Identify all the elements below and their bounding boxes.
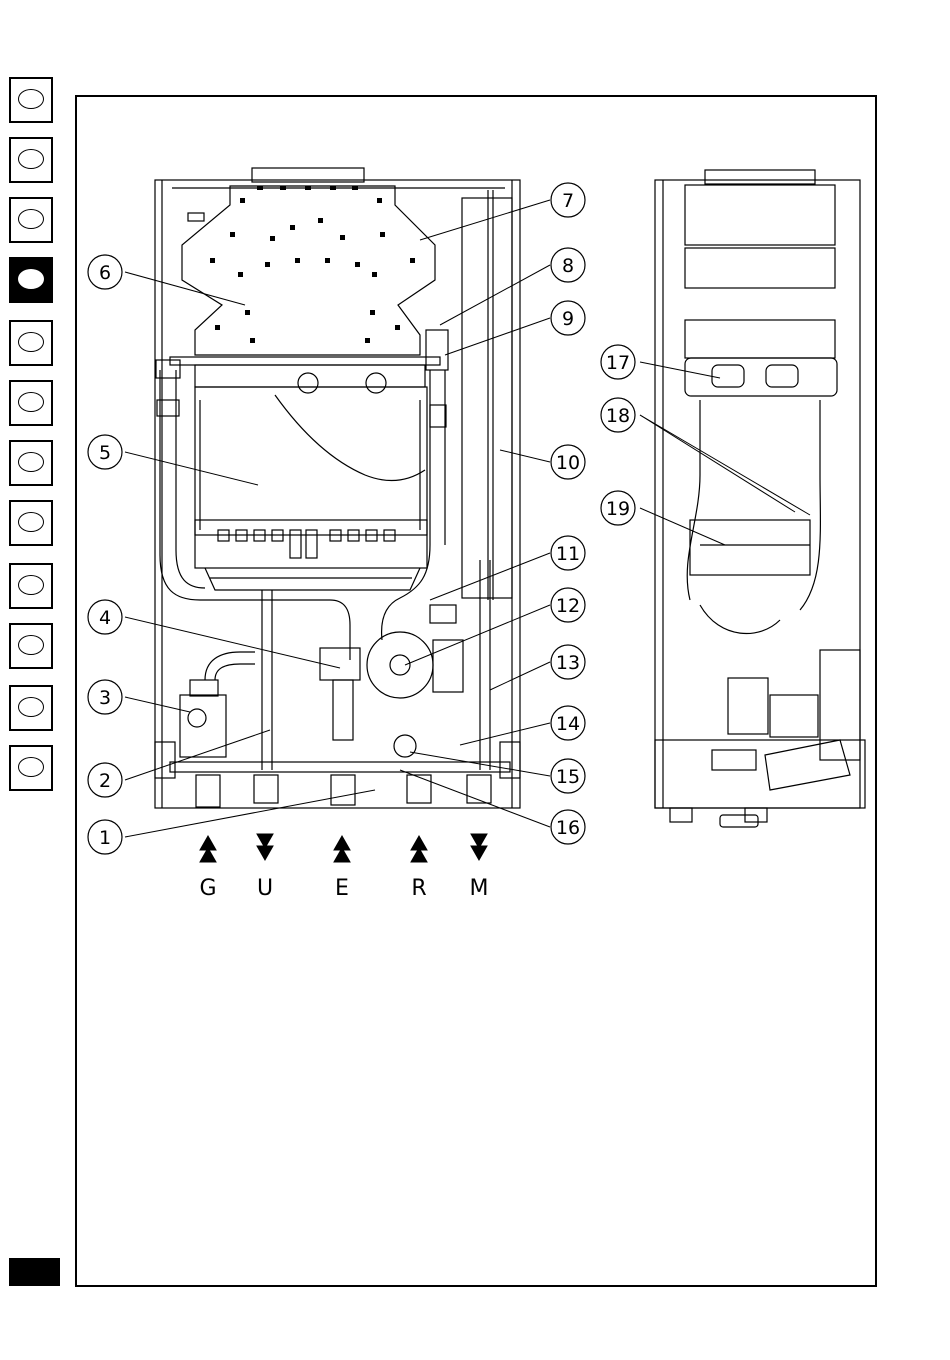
arrow-down-icon [471,834,487,860]
callout-19-label: 19 [606,498,630,520]
hot-water-connection [467,775,491,803]
diverter-valve [320,648,360,680]
callout-11-label: 11 [556,543,580,565]
side-hood-top [685,185,835,245]
callout-5-label: 5 [99,442,111,464]
callout-7-label: 7 [562,190,574,212]
callout-13-label: 13 [556,652,580,674]
port-label-r: R [411,876,426,901]
callout-6-label: 6 [99,262,111,284]
callout-16-label: 16 [556,817,580,839]
callout-2-label: 2 [99,770,111,792]
port-label-m: M [470,876,489,901]
callout-17-label: 17 [606,352,630,374]
arrow-up-icon [334,836,350,862]
callout-12-label: 12 [556,595,580,617]
callout-1-label: 1 [99,827,111,849]
left-flow-pipe [160,370,350,660]
front-view [155,168,520,808]
callout-9-label: 9 [562,308,574,330]
callout-14-label: 14 [556,713,580,735]
heat-exchanger-top [195,365,425,387]
side-hood-middle [685,248,835,288]
leader-lines [125,200,810,837]
heating-return-connection [407,775,431,803]
side-hood-lower [685,320,835,358]
heating-flow-connection [254,775,278,803]
hood-slots [210,186,415,343]
side-heat-exchanger [685,358,837,396]
side-view [655,170,865,827]
expansion-vessel [462,198,512,598]
burner [195,520,427,568]
callout-4-label: 4 [99,607,111,629]
side-flue-outlet [705,170,815,184]
callout-18-label: 18 [606,405,630,427]
pressure-gauge [394,735,416,757]
circulation-pump [367,632,433,698]
arrow-down-icon [257,834,273,860]
side-casing [655,180,860,808]
port-label-u: U [257,876,273,901]
side-base [655,740,865,808]
callout-10-label: 10 [556,452,580,474]
port-label-e: E [335,876,349,901]
flow-arrows [200,834,487,862]
combustion-chamber [195,387,427,535]
side-gas-valve [728,678,768,734]
casing-outline [155,180,520,808]
callout-3-label: 3 [99,687,111,709]
hood-support-bar [170,357,440,365]
port-label-g: G [199,876,216,901]
cold-water-connection [331,775,355,805]
gas-connection [196,775,220,807]
callout-15-label: 15 [556,766,580,788]
arrow-up-icon [411,836,427,862]
right-return-pipe [382,370,430,640]
connection-rail [170,762,510,772]
arrow-up-icon [200,836,216,862]
callout-circles [88,183,635,854]
callout-8-label: 8 [562,255,574,277]
burner-nozzles [218,530,395,558]
side-burner [690,520,810,575]
